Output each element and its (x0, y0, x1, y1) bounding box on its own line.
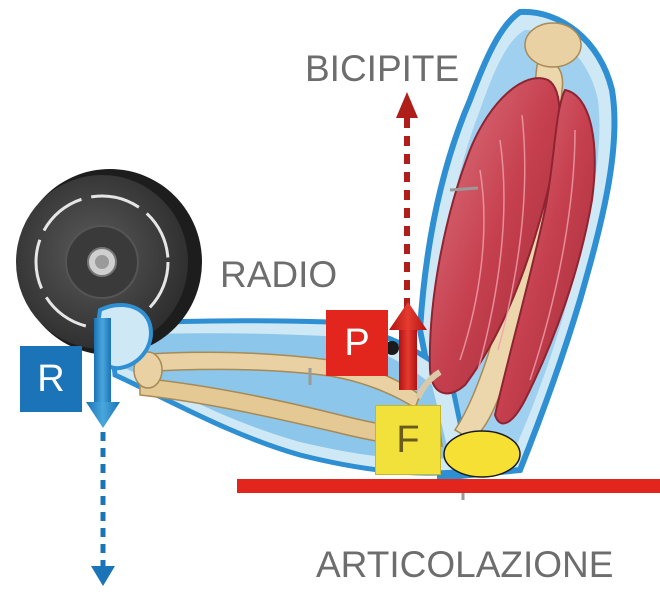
power-box: P (326, 310, 388, 376)
resistance-box: R (20, 346, 82, 412)
resistance-arrow-shaft (94, 318, 111, 404)
biceps-label: BICIPITE (305, 50, 459, 87)
fulcrum-box: F (375, 405, 441, 475)
power-arrow-shaft (399, 326, 417, 390)
radius-label: RADIO (220, 256, 337, 293)
biceps-force-arrowhead (396, 92, 418, 118)
ground-line (237, 479, 660, 493)
resistance-arrow-head (86, 402, 120, 428)
resistance-dashed-arrowhead (91, 566, 115, 586)
shoulder-head (525, 23, 581, 67)
joint-label: ARTICOLAZIONE (316, 546, 613, 583)
tick-mark (450, 188, 478, 190)
fulcrum-ellipse (444, 431, 520, 477)
